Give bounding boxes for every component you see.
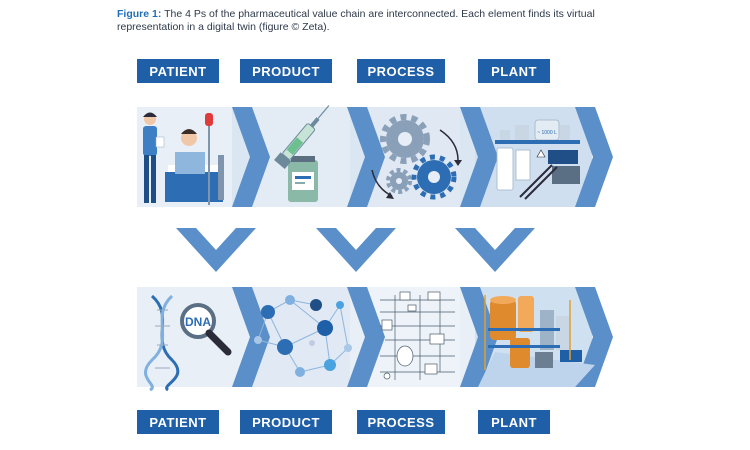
gear-icon-blue <box>411 154 457 200</box>
caption-text: The 4 Ps of the pharmaceutical value cha… <box>117 8 595 33</box>
gear-icon-small <box>386 168 412 194</box>
molecule-nodes <box>254 295 352 377</box>
bottom-chevron-4 <box>575 287 613 387</box>
down-chevron-1 <box>176 228 256 272</box>
reactor-icon <box>490 300 516 340</box>
top-label-plant: PLANT <box>478 59 550 83</box>
bottom-label-patient: PATIENT <box>137 410 219 434</box>
top-chevron-3 <box>460 107 498 207</box>
process-illustration <box>371 114 462 200</box>
plant-illustration: ~ 1000 L <box>495 119 580 200</box>
magnifier-icon <box>180 303 232 356</box>
iv-bag-icon <box>205 113 213 126</box>
top-label-patient: PATIENT <box>137 59 219 83</box>
dna-label: DNA <box>185 315 211 329</box>
figure-label: Figure 1: <box>117 8 162 20</box>
top-label-process: PROCESS <box>357 59 445 83</box>
bottom-label-product: PRODUCT <box>240 410 332 434</box>
bottom-chevron-3 <box>460 287 498 387</box>
bottom-label-process: PROCESS <box>357 410 445 434</box>
warning-icon <box>536 149 546 158</box>
down-chevron-2 <box>316 228 396 272</box>
plant-3d-illustration <box>478 295 595 387</box>
product-illustration <box>274 105 330 202</box>
down-chevron-3 <box>455 228 535 272</box>
gear-icon-large <box>380 114 430 164</box>
dna-illustration: DNA <box>144 294 232 392</box>
tank-label: ~ 1000 L <box>537 130 557 136</box>
figure-caption: Figure 1: The 4 Ps of the pharmaceutical… <box>117 8 637 33</box>
bottom-chevron-1 <box>232 287 270 387</box>
top-label-product: PRODUCT <box>240 59 332 83</box>
syringe-icon <box>274 105 330 170</box>
top-chevron-4 <box>575 107 613 207</box>
bottom-chevron-2 <box>347 287 385 387</box>
process-schematic-illustration <box>380 291 455 380</box>
top-chevron-1 <box>232 107 270 207</box>
top-chevron-2 <box>347 107 385 207</box>
patient-illustration <box>143 112 224 205</box>
bottom-label-plant: PLANT <box>478 410 550 434</box>
